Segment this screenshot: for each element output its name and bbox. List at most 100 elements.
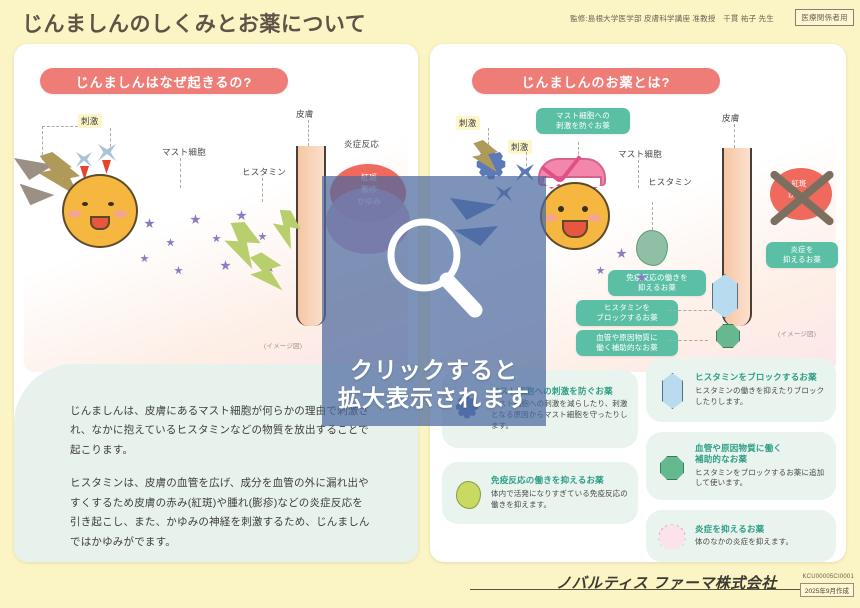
page-title: じんましんのしくみとお薬について [22,13,367,36]
histamine-particle [212,234,221,243]
click-to-enlarge-overlay[interactable]: クリックすると 拡大表示されます [322,176,546,426]
label-stimulus: 刺激 [78,114,102,128]
symptom-1: 紅斑 [791,179,807,188]
left-paragraph-1: じんましんは、皮膚にあるマスト細胞が何らかの理由で刺激され、なかに抱えているヒス… [70,405,370,456]
leader-line [42,126,78,127]
hexagon-shape-icon [656,373,686,409]
overlay-text: クリックすると 拡大表示されます [338,356,530,412]
company-logo: ノバルティス ファーマ株式会社 [556,575,777,592]
label-skin: 皮膚 [722,113,740,123]
label-inflammation: 炎症反応 [344,139,380,149]
leader-line [526,152,527,172]
mast-cell-cheek [114,210,127,218]
card-title: 血管や原因物質に働く 補助的なお薬 [695,442,783,465]
overlay-line-1: クリックすると [350,356,518,383]
label-histamine: ヒスタミン [242,167,287,177]
label-skin: 皮膚 [296,109,314,119]
card-description: ヒスタミンの働きを抑えたりブロックしたりします。 [695,385,825,406]
mast-cell-mouth [562,220,588,238]
histamine-particle [236,210,247,221]
receptor-arrow [80,166,89,180]
supervisor-credit: 監修:島根大学医学部 皮膚科学講座 准教授 千貫 祐子 先生 [570,14,774,23]
card-block-histamine[interactable]: ヒスタミンをブロックするお薬 ヒスタミンの働きを抑えたりブロックしたりします。 [646,358,836,422]
card-title: ヒスタミンをブロックするお薬 [695,372,817,383]
right-panel[interactable]: じんましんのお薬とは? 刺激 刺激 マスト細胞への 刺激を防ぐお薬 [430,44,846,562]
leader-line [488,128,489,154]
badge-suppress-inflammation: 炎症を 抑えるお薬 [766,242,838,269]
document-code: KCU00005CI0001 2025年9月作成 [799,574,854,598]
left-panel-heading: じんましんはなぜ起きるの? [40,68,288,94]
mast-cell-eye [108,202,114,206]
mast-cell-eye [582,206,588,212]
leader-line [578,142,579,164]
card-vessel-support[interactable]: 血管や原因物質に働く 補助的なお薬 ヒスタミンをブロックするお薬に追加して使いま… [646,432,836,500]
leader-line [42,126,43,160]
card-title: マスト細胞への刺激を防ぐお薬 [491,385,613,396]
card-description: 体のなかの炎症を抑えます。 [695,537,794,547]
histamine-particle [258,232,267,241]
left-paragraph-2: ヒスタミンは、皮膚の血管を広げ、成分を血管の外に漏れ出やすくするため皮膚の赤み(… [70,477,370,548]
mast-cell-cheek [68,210,81,218]
histamine-particle [174,266,183,275]
badge-immune-suppress: 免疫反応の働きを 抑えるお薬 [608,270,706,297]
document-date: 2025年9月作成 [799,583,854,597]
leader-line [734,124,735,148]
right-panel-heading: じんましんのお薬とは? [472,68,720,94]
leader-line [668,340,708,341]
card-description: ヒスタミンをブロックするお薬に追加して使います。 [695,467,825,488]
label-mast-cell: マスト細胞 [618,149,663,159]
histamine-particle [616,248,627,259]
leader-line [638,160,639,188]
overlay-line-2: 拡大表示されます [338,384,530,411]
card-suppress-inflammation[interactable]: 炎症を抑えるお薬 体のなかの炎症を抑えます。 [646,510,836,562]
histamine-particle [220,260,231,271]
badge-block-stimulus: マスト細胞への 刺激を防ぐお薬 [536,108,630,135]
blob-shape-icon [452,476,482,510]
label-stimulus-1: 刺激 [456,116,480,130]
flower-shape-icon [656,519,686,553]
badge-vessel-support: 血管や原因物質に 働く補助的なお薬 [576,330,678,357]
mast-cell-cheek [588,214,601,222]
leader-line [308,120,309,146]
mast-cell-cheek [544,214,557,222]
mast-cell-eye [82,202,88,206]
label-stimulus-2: 刺激 [508,140,532,154]
vessel-support-shape [716,324,740,348]
left-body-text: じんましんは、皮膚にあるマスト細胞が何らかの理由で刺激され、なかに抱えているヒス… [70,402,370,562]
image-note: (イメージ図) [778,331,817,338]
leader-line [110,128,111,152]
mast-cell-mouth [90,216,110,230]
histamine-particle [144,218,155,229]
label-mast-cell: マスト細胞 [162,147,207,157]
skin-vessel [296,146,326,326]
card-immune-suppress[interactable]: 免疫反応の働きを抑えるお薬 体内で活発になりすぎている免疫反応の働きを抑えます。 [442,462,638,524]
audience-badge: 医療関係者用 [795,9,854,26]
leader-line [652,202,653,230]
leader-line [262,178,263,202]
label-histamine: ヒスタミン [648,177,693,187]
receptor-arrow [102,160,111,174]
mast-cell-eye [558,206,564,212]
card-description: 体内で活発になりすぎている免疫反応の働きを抑えます。 [491,488,628,509]
histamine-particle [166,238,175,247]
octagon-shape-icon [656,449,686,483]
page-header: じんましんのしくみとお薬について 監修:島根大学医学部 皮膚科学講座 准教授 千… [0,0,860,40]
document-code-id: KCU00005CI0001 [802,574,854,580]
histamine-particle [596,266,605,275]
card-title: 炎症を抑えるお薬 [695,523,765,534]
receptor-icon [98,144,116,162]
leader-line [180,158,181,188]
mast-cell-body [62,174,138,248]
leader-line [668,310,712,311]
histamine-particle [190,214,201,225]
image-note: (イメージ図) [264,343,303,350]
magnifier-icon [387,218,483,318]
receptor-icon [76,152,92,168]
histamine-particle [636,272,647,283]
immune-cell-shape [636,230,668,266]
badge-block-histamine: ヒスタミンを ブロックするお薬 [576,300,678,327]
histamine-blocker-shape [712,274,738,318]
footer-divider [470,589,808,590]
histamine-particle [140,254,149,263]
